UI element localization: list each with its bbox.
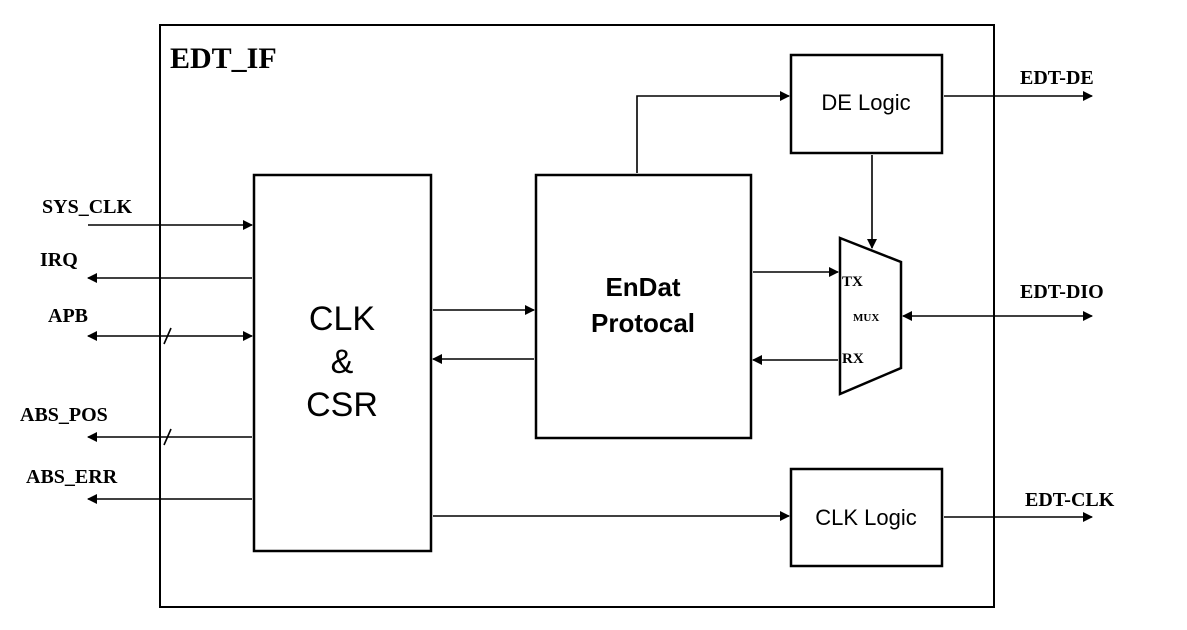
clk-csr-label-line1: CLK bbox=[309, 300, 375, 338]
signal-label-apb: APB bbox=[48, 305, 88, 327]
endat-label-line1: EnDat bbox=[605, 272, 680, 302]
signal-label-abs-err: ABS_ERR bbox=[26, 466, 118, 488]
wire-abs-pos-bus-slash bbox=[163, 428, 172, 446]
clk-logic-label: CLK Logic bbox=[815, 505, 917, 530]
clk-logic-block bbox=[789, 467, 944, 568]
mux-label: MUX bbox=[853, 312, 879, 324]
signal-label-abs-pos: ABS_POS bbox=[20, 404, 108, 426]
endat-label-line2: Protocal bbox=[591, 308, 695, 338]
clk-csr-block bbox=[252, 173, 433, 553]
clk-csr-label-line2: & bbox=[331, 343, 354, 381]
wire-endat-to-de-logic bbox=[636, 91, 790, 173]
de-logic-block bbox=[789, 53, 944, 155]
signal-label-edt-clk: EDT-CLK bbox=[1025, 489, 1115, 511]
de-logic-label: DE Logic bbox=[821, 90, 910, 115]
signal-label-edt-de: EDT-DE bbox=[1020, 67, 1094, 89]
signal-label-sys-clk: SYS_CLK bbox=[42, 196, 132, 218]
signal-label-irq: IRQ bbox=[40, 249, 78, 271]
mux-rx-label: RX bbox=[842, 351, 864, 367]
endat-protocol-block bbox=[534, 173, 753, 440]
edt-if-title: EDT_IF bbox=[170, 42, 277, 75]
mux-tx-label: TX bbox=[842, 274, 863, 290]
signal-label-edt-dio: EDT-DIO bbox=[1020, 281, 1104, 303]
mux-block bbox=[838, 236, 903, 396]
clk-csr-label-line3: CSR bbox=[306, 386, 378, 424]
wire-apb-bus-slash bbox=[163, 327, 172, 345]
